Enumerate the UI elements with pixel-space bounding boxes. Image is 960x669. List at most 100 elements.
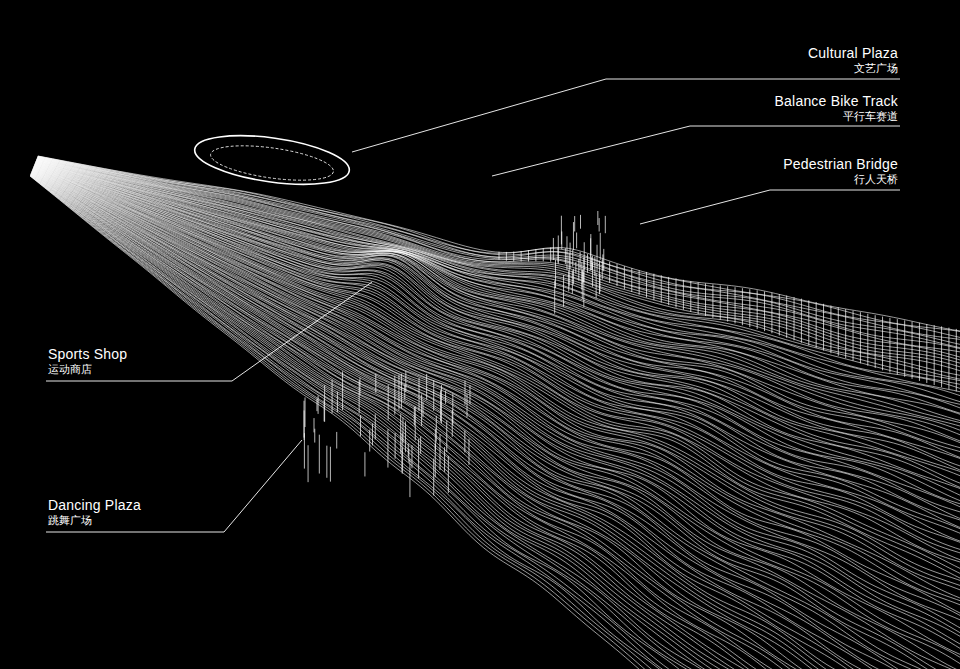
vertical-tick [580, 252, 581, 270]
vertical-tick [446, 421, 447, 452]
vertical-tick [573, 269, 574, 285]
vertical-tick [596, 273, 597, 298]
terrain-line [32, 171, 960, 669]
terrain-line [31, 173, 960, 669]
terrain-line [33, 169, 960, 669]
vertical-tick [464, 431, 465, 453]
vertical-tick [676, 278, 677, 307]
vertical-tick [565, 248, 566, 264]
terrain-line [30, 175, 940, 669]
terrain-line [31, 174, 960, 669]
vertical-tick [304, 433, 305, 468]
vertical-tick [387, 429, 388, 467]
terrain-line [32, 172, 960, 669]
callout-label: Balance Bike Track [773, 93, 900, 109]
vertical-tick [853, 311, 854, 361]
vertical-tick [720, 285, 721, 319]
vertical-tick [409, 459, 410, 497]
vertical-tick [572, 250, 573, 267]
vertical-tick [575, 262, 576, 273]
terrain-line [30, 175, 936, 669]
vertical-tick [452, 393, 453, 424]
vertical-tick [580, 215, 581, 229]
vertical-tick [912, 322, 913, 379]
vertical-tick [599, 218, 600, 231]
vertical-tick [415, 406, 416, 440]
vertical-tick [587, 254, 588, 273]
vertical-tick [578, 259, 579, 281]
vertical-tick [956, 329, 957, 392]
vertical-tick [558, 235, 559, 263]
vertical-tick [372, 423, 373, 445]
vertical-tick [421, 394, 422, 426]
vertical-tick [646, 272, 647, 298]
vertical-tick [550, 247, 551, 261]
terrain-line [32, 170, 960, 669]
terrain-line [36, 161, 960, 535]
vertical-tick [764, 291, 765, 331]
vertical-tick [602, 254, 603, 270]
vertical-tick [440, 390, 441, 421]
vertical-tick [712, 284, 713, 318]
terrain-line [37, 158, 960, 455]
vertical-tick [324, 399, 325, 421]
callout-label: 跳舞广场 [46, 515, 94, 528]
vertical-tick [705, 283, 706, 316]
vertical-tick [414, 407, 415, 426]
vertical-tick [436, 416, 437, 442]
vertical-tick [555, 260, 556, 288]
terrain-line [32, 170, 960, 669]
terrain-line [31, 173, 960, 669]
vertical-tick [591, 257, 592, 270]
vertical-tick [402, 417, 403, 443]
leader-lines [46, 79, 900, 532]
vertical-tick [794, 297, 795, 340]
vertical-tick [506, 252, 507, 261]
terrain-line [32, 172, 960, 669]
vertical-tick [337, 392, 338, 413]
vertical-tick [426, 374, 427, 400]
terrain-line [31, 173, 960, 669]
vertical-tick [749, 289, 750, 327]
vertical-tick [342, 371, 343, 410]
vertical-tick [375, 414, 376, 439]
vertical-tick [600, 233, 601, 260]
callout-label: 运动商店 [46, 364, 94, 377]
vertical-tick [639, 270, 640, 295]
callout-label: Dancing Plaza [46, 497, 143, 513]
vertical-tick [941, 326, 942, 387]
terrain-line [30, 175, 932, 669]
vertical-tick [597, 245, 598, 272]
leader-line [46, 440, 302, 532]
terrain-line [33, 170, 960, 669]
vertical-tick [816, 302, 817, 348]
vertical-tick [326, 446, 327, 478]
vertical-tick [420, 436, 421, 453]
vertical-tick [332, 380, 333, 414]
terrain-line [31, 174, 956, 669]
vertical-tick [543, 248, 544, 261]
terrain-line [32, 172, 960, 669]
plaza-ring-inner [209, 140, 336, 187]
terrain-line [31, 173, 960, 669]
vertical-tick [402, 433, 403, 471]
vertical-tick [324, 385, 325, 422]
vertical-tick [786, 296, 787, 338]
vertical-tick [742, 288, 743, 325]
vertical-tick [441, 385, 442, 423]
terrain-line [33, 169, 960, 669]
vertical-tick [801, 299, 802, 343]
vertical-tick [360, 415, 361, 436]
terrain-line [32, 170, 960, 669]
vertical-tick [624, 266, 625, 289]
vertical-tick [573, 222, 574, 250]
vertical-tick [566, 236, 567, 270]
vertical-tick [499, 252, 500, 260]
terrain-line [34, 166, 960, 645]
vertical-tick [444, 447, 445, 472]
vertical-tick [592, 263, 593, 287]
vertical-tick [535, 249, 536, 261]
vertical-tick [439, 434, 440, 470]
terrain-line [31, 173, 960, 669]
